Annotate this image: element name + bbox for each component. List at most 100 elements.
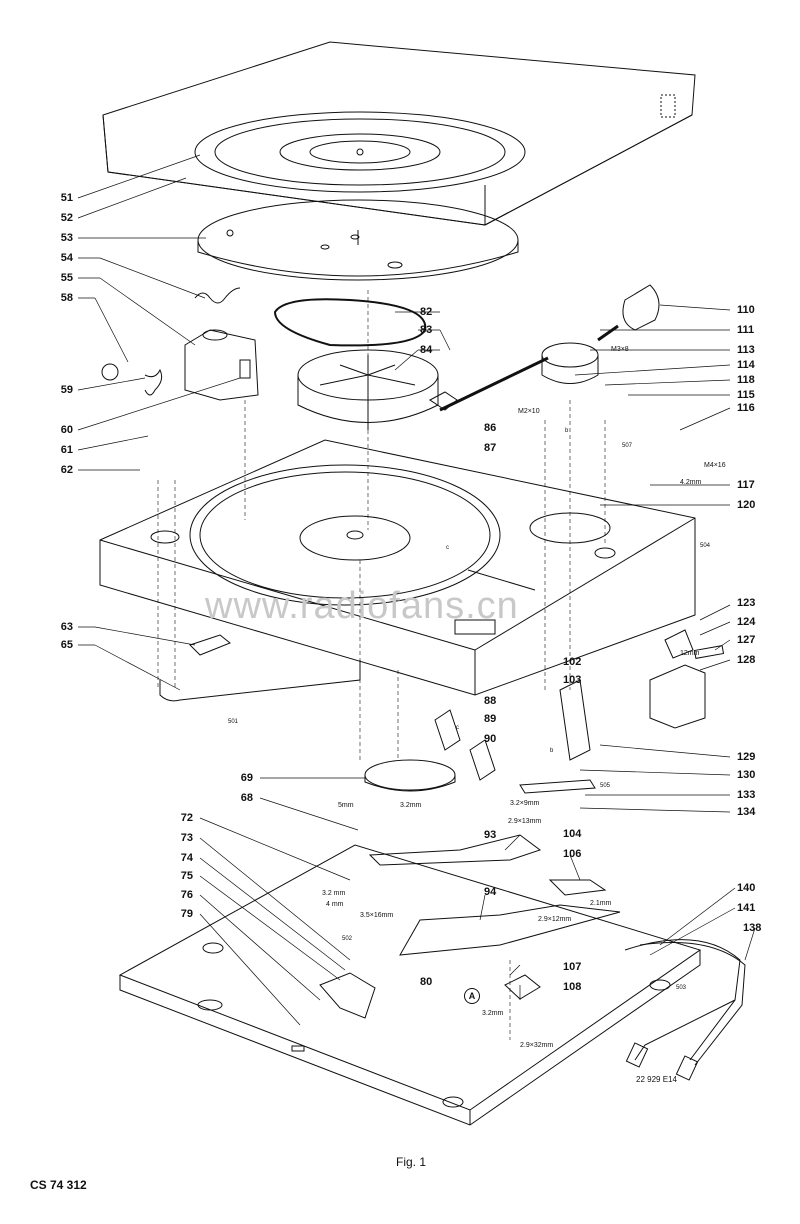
part-label-88: 88 xyxy=(484,695,497,707)
ref-502: 502 xyxy=(342,936,353,942)
dim-2-9x32mm: 2.9×32mm xyxy=(520,1042,554,1049)
part-label-87: 87 xyxy=(484,442,497,454)
ref-503: 503 xyxy=(676,985,687,991)
part-label-83: 83 xyxy=(420,324,433,336)
part-label-123: 123 xyxy=(737,597,756,609)
document-code: CS 74 312 xyxy=(30,1178,87,1192)
dim-4-2mm: 4.2mm xyxy=(680,479,702,486)
part-label-129: 129 xyxy=(737,751,756,763)
leader-lines xyxy=(77,154,756,1026)
figure-caption: Fig. 1 xyxy=(396,1155,427,1169)
ref-501: 501 xyxy=(228,719,239,725)
part-label-116: 116 xyxy=(737,402,755,414)
part-label-54: 54 xyxy=(60,252,73,264)
part-label-130: 130 xyxy=(737,769,756,781)
part-label-60: 60 xyxy=(60,424,73,436)
part-label-76: 76 xyxy=(180,889,193,901)
dim-5mm: 5mm xyxy=(338,802,354,809)
dim-3-2mm-a: 3.2mm xyxy=(400,802,422,809)
ref-507: 507 xyxy=(622,443,633,449)
part-label-62: 62 xyxy=(60,464,73,476)
watermark: www.radiofans.cn xyxy=(205,585,519,627)
part-label-74: 74 xyxy=(180,852,193,864)
part-label-65: 65 xyxy=(60,639,73,651)
part-label-111: 111 xyxy=(737,324,755,336)
base-plate xyxy=(118,844,702,1126)
drawing-number: 22 929 E14 xyxy=(636,1075,677,1084)
dim-m4x16: M4×16 xyxy=(704,462,726,469)
ref-c-upper: c xyxy=(446,545,449,551)
part-label-113: 113 xyxy=(737,344,755,356)
part-label-52: 52 xyxy=(60,212,73,224)
callout-a: A xyxy=(464,988,480,1004)
part-label-141: 141 xyxy=(737,902,756,914)
part-label-55: 55 xyxy=(60,272,73,284)
dim-3-2mm-c: 3.2mm xyxy=(482,1010,504,1017)
dim-12mm: 12mm xyxy=(680,650,700,657)
part-label-73: 73 xyxy=(180,832,193,844)
part-label-102: 102 xyxy=(563,656,582,668)
dim-4mm: 4 mm xyxy=(326,901,344,908)
dim-m2x10: M2×10 xyxy=(518,408,540,415)
part-label-107: 107 xyxy=(563,961,582,973)
part-label-140: 140 xyxy=(737,882,756,894)
part-label-124: 124 xyxy=(737,616,756,628)
part-label-103: 103 xyxy=(563,674,582,686)
part-label-58: 58 xyxy=(60,292,73,304)
ref-c-lower: c xyxy=(456,725,459,731)
part-label-59: 59 xyxy=(60,384,73,396)
dim-3-2mm-b: 3.2 mm xyxy=(322,890,346,897)
part-label-117: 117 xyxy=(737,479,755,491)
part-label-61: 61 xyxy=(60,444,73,456)
part-label-90: 90 xyxy=(484,733,497,745)
mechanism-parts xyxy=(159,634,621,1019)
ref-b-upper: b xyxy=(565,428,569,434)
part-label-104: 104 xyxy=(563,828,582,840)
part-label-110: 110 xyxy=(737,304,755,316)
part-label-75: 75 xyxy=(180,870,193,882)
plug-parts xyxy=(649,629,725,729)
part-label-106: 106 xyxy=(563,848,582,860)
plinth xyxy=(99,439,696,696)
part-label-134: 134 xyxy=(737,806,756,818)
part-label-118: 118 xyxy=(737,374,755,386)
part-label-133: 133 xyxy=(737,789,756,801)
platter xyxy=(197,199,519,281)
part-label-128: 128 xyxy=(737,654,756,666)
dim-2-9x13mm: 2.9×13mm xyxy=(508,818,542,825)
ref-505: 505 xyxy=(600,783,611,789)
spring-54 xyxy=(194,287,241,304)
part-label-72: 72 xyxy=(180,812,193,824)
part-label-120: 120 xyxy=(737,499,756,511)
part-label-108: 108 xyxy=(563,981,582,993)
dim-2-9x12mm: 2.9×12mm xyxy=(538,916,572,923)
part-label-68: 68 xyxy=(240,792,253,804)
ref-b-lower: b xyxy=(550,748,554,754)
dim-3-5x16mm: 3.5×16mm xyxy=(360,912,394,919)
part-label-79: 79 xyxy=(180,908,193,920)
sub-platter xyxy=(297,349,439,430)
part-label-114: 114 xyxy=(737,359,755,371)
dim-m3x8: M3×8 xyxy=(611,346,629,353)
drive-belt xyxy=(273,298,427,347)
part-label-86: 86 xyxy=(484,422,497,434)
dim-3-2x9mm: 3.2×9mm xyxy=(510,800,540,807)
part-label-82: 82 xyxy=(420,306,433,318)
part-label-115: 115 xyxy=(737,389,755,401)
alignment-lines xyxy=(157,290,606,1040)
part-label-53: 53 xyxy=(60,232,73,244)
part-label-93: 93 xyxy=(484,829,497,841)
part-label-63: 63 xyxy=(60,621,73,633)
tonearm xyxy=(429,284,660,412)
cinch-cables xyxy=(624,939,746,1081)
dust-cover xyxy=(102,41,696,226)
dim-2-1mm: 2.1mm xyxy=(590,900,612,907)
motor-assembly xyxy=(101,329,259,401)
part-label-80: 80 xyxy=(420,976,433,988)
part-label-84: 84 xyxy=(420,344,433,356)
part-label-69: 69 xyxy=(240,772,253,784)
part-label-138: 138 xyxy=(743,922,762,934)
part-label-94: 94 xyxy=(484,886,497,898)
part-label-51: 51 xyxy=(60,192,73,204)
